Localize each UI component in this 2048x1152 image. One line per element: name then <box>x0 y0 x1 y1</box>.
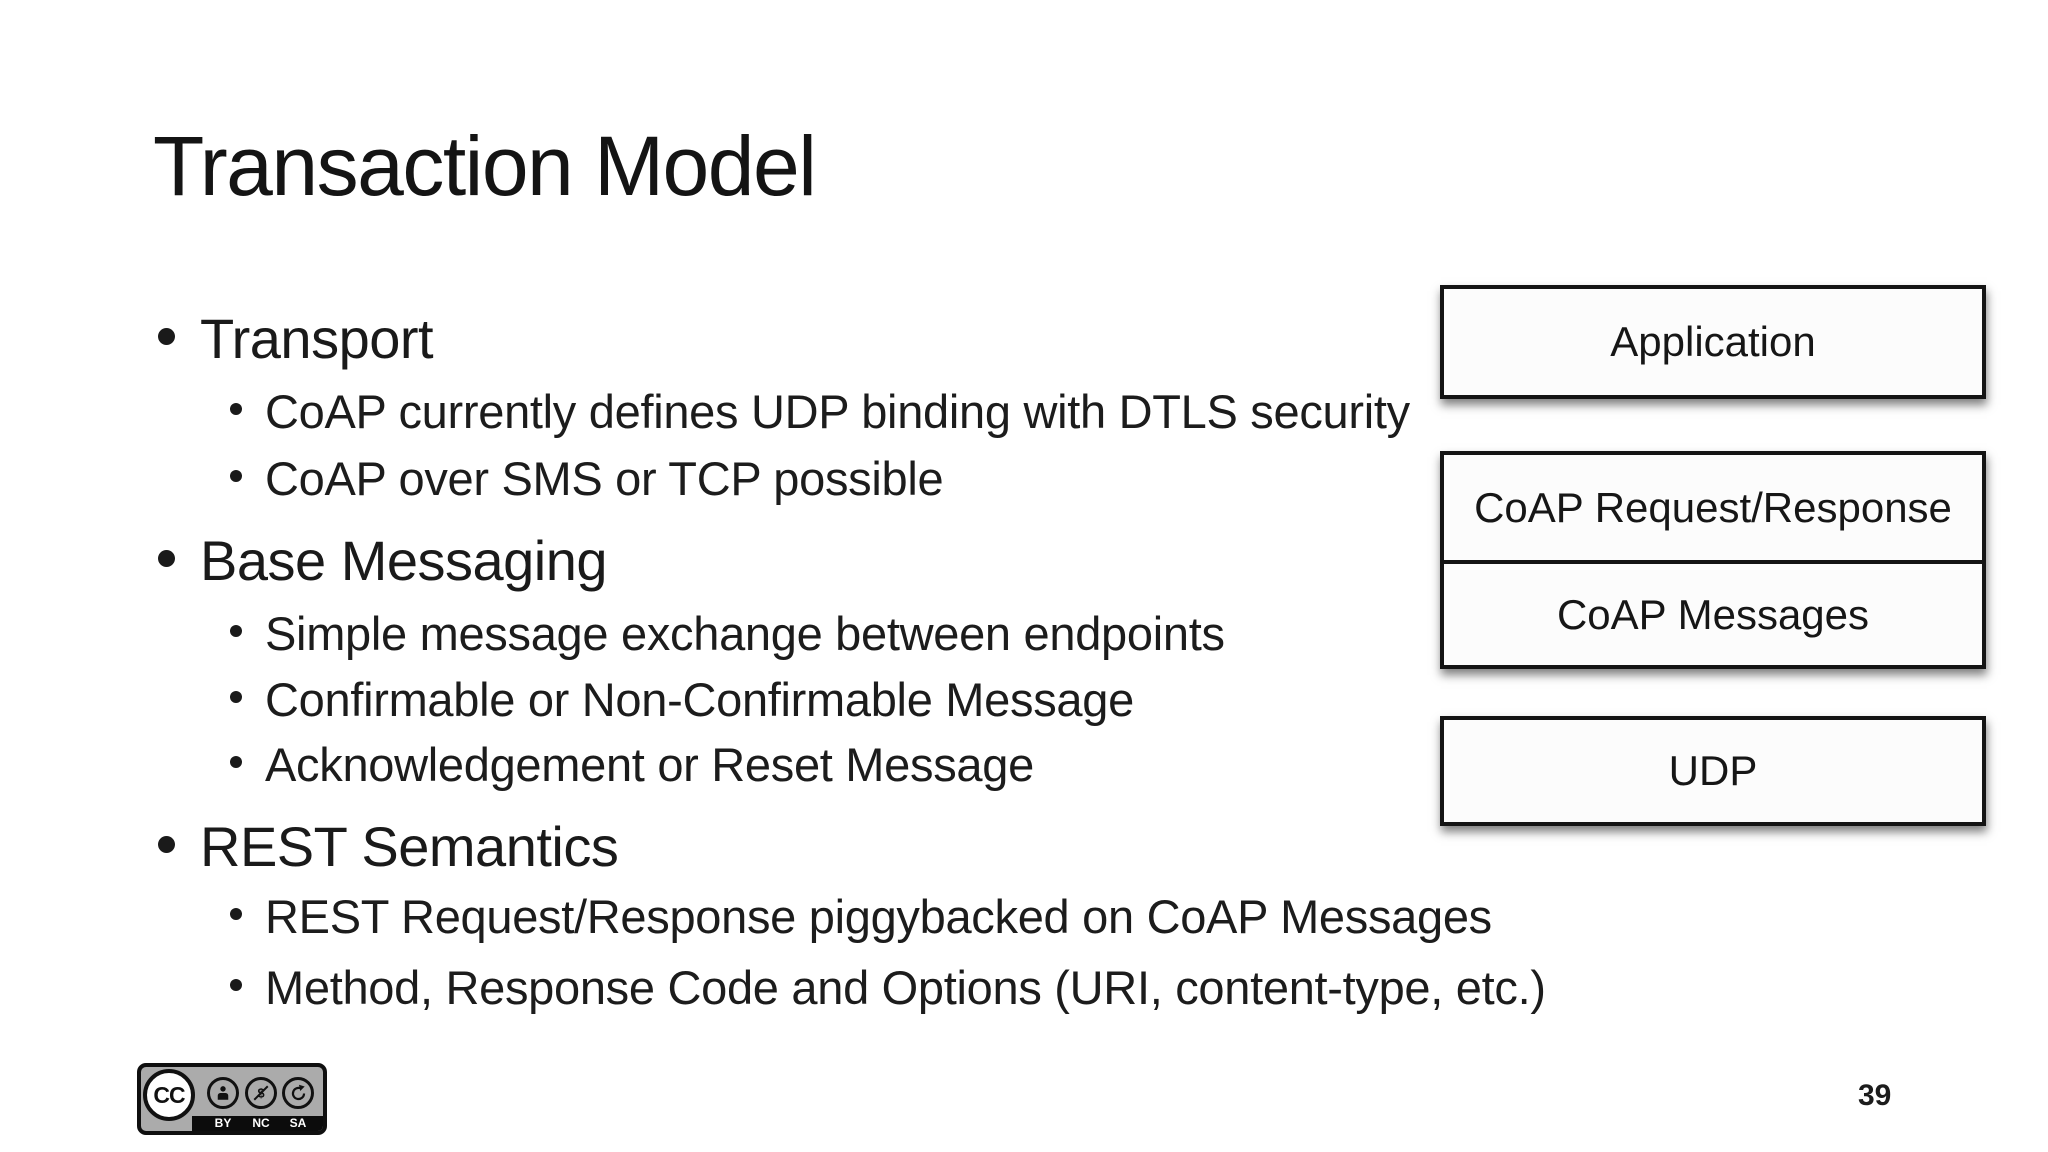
bullet-icon <box>230 625 242 637</box>
bullet-heading-transport: Transport <box>150 311 434 367</box>
cc-badge-strip: BY NC SA <box>192 1116 323 1131</box>
bullet-item: Simple message exchange between endpoint… <box>224 610 1225 657</box>
diagram-box-application: Application <box>1440 285 1986 399</box>
page-number: 39 <box>1858 1079 1892 1112</box>
cc-by-label: BY <box>214 1116 232 1130</box>
bullet-heading-label: REST Semantics <box>200 815 619 878</box>
bullet-icon <box>158 550 175 567</box>
diagram-box-label: Application <box>1610 318 1816 365</box>
attribution-person-icon <box>207 1077 239 1109</box>
bullet-icon <box>230 691 242 703</box>
bullet-item-label: Method, Response Code and Options (URI, … <box>265 961 1546 1014</box>
diagram-box-coap-messages: CoAP Messages <box>1444 560 1982 665</box>
bullet-item: CoAP over SMS or TCP possible <box>224 452 944 505</box>
cc-logo-label: CC <box>153 1081 185 1108</box>
share-alike-icon <box>282 1077 314 1109</box>
protocol-stack-diagram: Application CoAP Request/Response CoAP M… <box>1440 285 1986 830</box>
diagram-box-coap-request-response: CoAP Request/Response <box>1444 455 1982 560</box>
diagram-box-label: CoAP Messages <box>1556 590 1870 638</box>
bullet-icon <box>158 328 175 345</box>
slide-title: Transaction Model <box>153 119 817 213</box>
diagram-box-udp: UDP <box>1440 716 1986 826</box>
bullet-icon <box>230 908 242 920</box>
bullet-item-label: CoAP currently defines UDP binding with … <box>265 385 1410 438</box>
bullet-item-label: REST Request/Response piggybacked on CoA… <box>265 890 1492 943</box>
bullet-icon <box>230 979 242 991</box>
bullet-item-label: Acknowledgement or Reset Message <box>265 738 1034 791</box>
bullet-item: Confirmable or Non-Confirmable Message <box>224 676 1134 723</box>
cc-logo-icon: CC <box>143 1069 195 1121</box>
bullet-icon <box>230 756 242 768</box>
bullet-item: CoAP currently defines UDP binding with … <box>224 388 1410 435</box>
bullet-heading-rest-semantics: REST Semantics <box>150 819 619 875</box>
bullet-item-label: Simple message exchange between endpoint… <box>265 607 1225 660</box>
bullet-item: Acknowledgement or Reset Message <box>224 741 1034 788</box>
bullet-heading-base-messaging: Base Messaging <box>150 533 608 589</box>
bullet-icon <box>230 403 242 415</box>
bullet-item: REST Request/Response piggybacked on CoA… <box>224 893 1492 940</box>
non-commercial-icon: $ <box>245 1077 277 1109</box>
bullet-item: Method, Response Code and Options (URI, … <box>224 964 1546 1011</box>
bullet-item-label: Confirmable or Non-Confirmable Message <box>265 673 1134 726</box>
cc-license-badge: CC $ BY NC SA <box>137 1063 327 1135</box>
diagram-box-coap-group: CoAP Request/Response CoAP Messages <box>1440 451 1986 669</box>
bullet-icon <box>230 470 242 482</box>
diagram-box-label: CoAP Request/Response <box>1474 483 1952 531</box>
bullet-heading-label: Transport <box>200 307 434 370</box>
diagram-box-label: UDP <box>1668 747 1758 794</box>
bullet-item-label: CoAP over SMS or TCP possible <box>265 452 944 505</box>
cc-nc-label: NC <box>252 1116 270 1130</box>
bullet-icon <box>158 836 175 853</box>
bullet-heading-label: Base Messaging <box>200 529 608 592</box>
cc-sa-label: SA <box>289 1116 307 1130</box>
